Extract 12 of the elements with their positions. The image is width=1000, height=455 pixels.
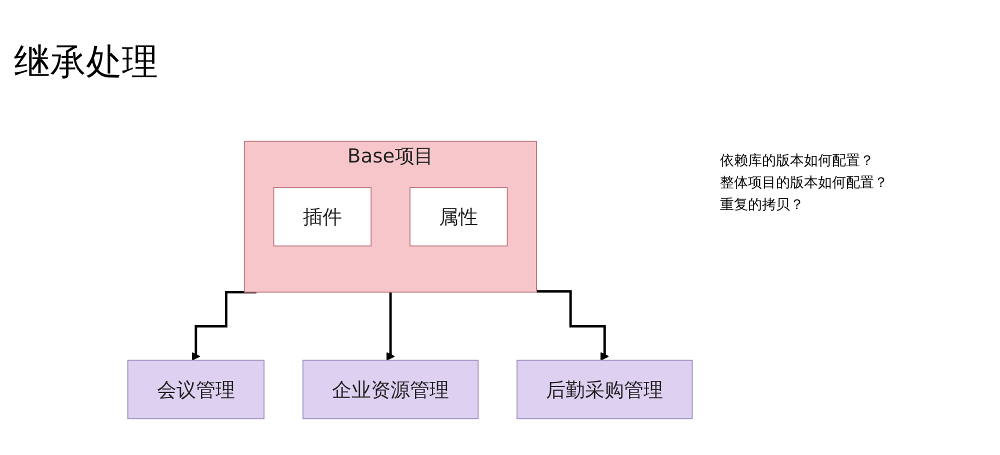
arrow [192, 290, 256, 361]
node-box: 会议管理 [127, 360, 265, 420]
node-box: 属性 [410, 187, 508, 246]
node-box: 插件 [273, 187, 372, 246]
node-box: 企业资源管理 [302, 360, 479, 420]
note-text: 整体项目的版本如何配置？ [720, 174, 888, 193]
node-box: 后勤采购管理 [516, 360, 693, 420]
note-text: 重复的拷贝？ [720, 196, 805, 215]
slide-title: 继承处理 [14, 41, 158, 85]
arrow [386, 290, 395, 361]
note-text: 依赖库的版本如何配置？ [720, 152, 875, 171]
arrow [536, 290, 609, 361]
